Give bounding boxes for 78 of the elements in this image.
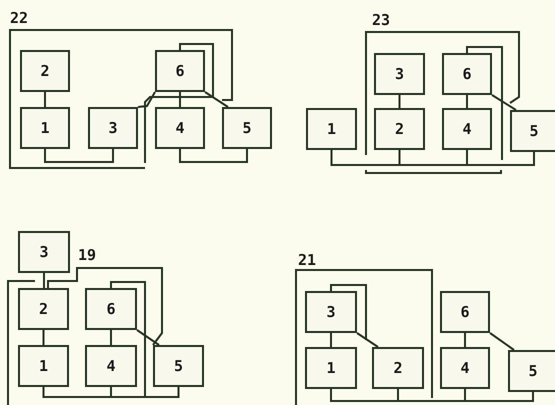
numbered-box (18, 345, 69, 387)
numbered-box (510, 110, 555, 152)
numbered-box (20, 50, 70, 92)
box-number: 6 (462, 65, 472, 83)
numbered-box (155, 50, 205, 92)
box-number: 6 (175, 62, 185, 80)
connector-line (42, 330, 44, 345)
numbered-box (508, 350, 555, 392)
connector-line (491, 94, 517, 111)
numbered-box (440, 291, 490, 333)
box-number: 3 (39, 243, 49, 261)
numbered-box (85, 288, 137, 330)
numbered-box (305, 291, 357, 333)
connector-line (44, 92, 46, 107)
numbered-box (155, 107, 205, 149)
box-number: 4 (460, 359, 470, 377)
connector-line (43, 273, 45, 288)
connector-line (179, 149, 248, 163)
numbered-box (374, 53, 425, 95)
box-number: 1 (40, 119, 50, 137)
numbered-box (222, 107, 272, 149)
box-number: 2 (393, 359, 403, 377)
numbered-box (440, 347, 490, 389)
connector-line (466, 95, 468, 108)
connector-line (356, 332, 379, 348)
numbered-box (442, 53, 492, 95)
diagram-number: 19 (78, 247, 96, 263)
box-number: 2 (38, 300, 48, 318)
box-number: 1 (326, 359, 336, 377)
numbered-box (305, 347, 357, 389)
connector-line (397, 389, 466, 402)
diagram-number: 22 (10, 10, 28, 26)
connector-line (136, 329, 160, 346)
connector-line (398, 95, 400, 108)
box-number: 2 (394, 120, 404, 138)
diagram-number: 23 (372, 12, 390, 28)
numbered-box (20, 107, 70, 149)
box-number: 6 (460, 303, 470, 321)
connector-line (330, 150, 400, 166)
connector-line (179, 92, 181, 107)
connector-line (204, 91, 229, 108)
box-number: 3 (108, 119, 118, 137)
box-number: 5 (529, 122, 539, 140)
connector-line (44, 149, 114, 163)
box-number: 5 (174, 357, 184, 375)
diagram-number: 21 (298, 252, 316, 268)
box-number: 4 (462, 120, 472, 138)
connector-line (464, 389, 534, 402)
connector-line (138, 92, 156, 108)
box-number: 4 (106, 357, 116, 375)
connector-line (110, 330, 112, 345)
numbered-box (442, 108, 492, 150)
numbered-box (18, 231, 70, 273)
connector-line (398, 150, 468, 166)
numbered-box (18, 288, 69, 330)
box-number: 4 (175, 119, 185, 137)
connector-line (47, 267, 163, 346)
numbered-box (306, 108, 357, 150)
connector-line (330, 389, 399, 402)
numbered-box (372, 347, 424, 389)
numbered-box (153, 345, 204, 387)
numbered-box (374, 108, 425, 150)
box-number: 5 (528, 362, 538, 380)
connector-line (42, 387, 112, 398)
box-number: 1 (38, 357, 48, 375)
connector-line (110, 281, 180, 398)
box-number: 3 (394, 65, 404, 83)
box-number: 5 (242, 119, 252, 137)
box-number: 2 (40, 62, 50, 80)
box-number: 3 (326, 303, 336, 321)
numbered-box (85, 345, 137, 387)
connector-line (489, 332, 515, 351)
box-number: 1 (326, 120, 336, 138)
connector-line (466, 150, 535, 166)
connector-line (330, 333, 332, 347)
connector-line (464, 333, 466, 347)
box-number: 6 (106, 300, 116, 318)
numbered-box (88, 107, 138, 149)
